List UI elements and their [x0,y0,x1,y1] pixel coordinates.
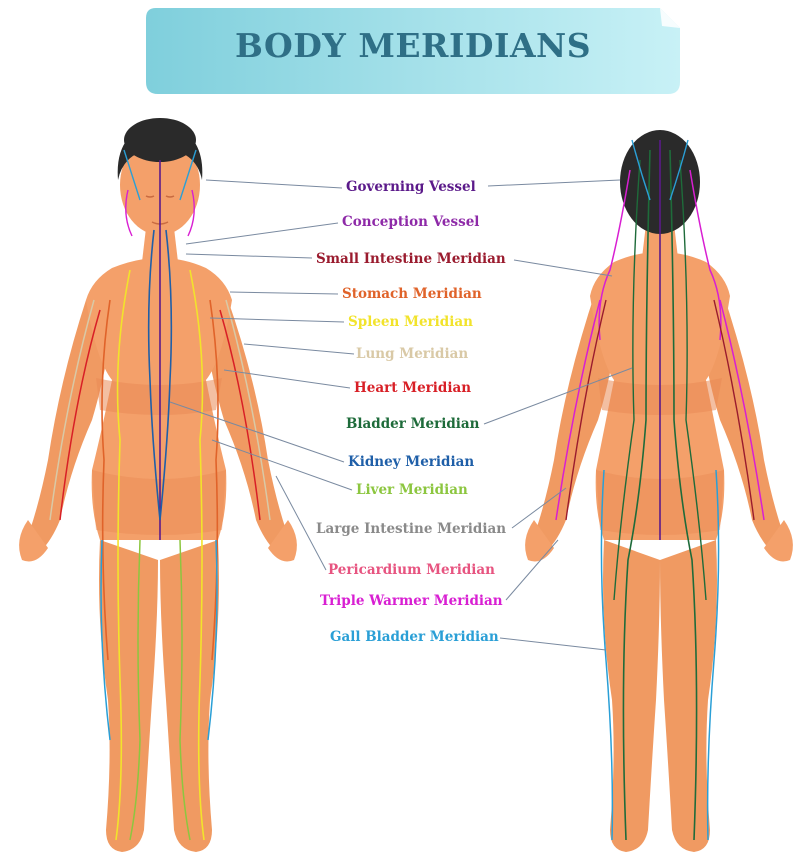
leader-line [514,260,612,276]
label-large-intestine-meridian: Large Intestine Meridian [316,521,506,537]
label-gall-bladder-meridian: Gall Bladder Meridian [330,629,499,645]
label-liver-meridian: Liver Meridian [356,482,468,498]
leader-line [488,180,620,186]
label-pericardium-meridian: Pericardium Meridian [328,562,495,578]
label-conception-vessel: Conception Vessel [342,214,479,230]
back-figure [525,130,793,852]
leader-line [230,292,338,294]
label-governing-vessel: Governing Vessel [346,179,476,195]
label-lung-meridian: Lung Meridian [356,346,468,362]
label-kidney-meridian: Kidney Meridian [348,454,474,470]
leader-line [186,254,312,258]
page-title: BODY MERIDIANS [146,26,680,65]
leader-line [212,440,352,490]
leader-line [206,180,342,188]
label-stomach-meridian: Stomach Meridian [342,286,482,302]
label-heart-meridian: Heart Meridian [354,380,471,396]
front-figure [19,118,297,852]
leader-line [244,344,354,354]
label-bladder-meridian: Bladder Meridian [346,416,479,432]
label-small-intestine-meridian: Small Intestine Meridian [316,251,506,267]
leader-line [500,638,606,650]
label-spleen-meridian: Spleen Meridian [348,314,473,330]
leader-line [186,223,338,244]
label-triple-warmer-meridian: Triple Warmer Meridian [320,593,503,609]
